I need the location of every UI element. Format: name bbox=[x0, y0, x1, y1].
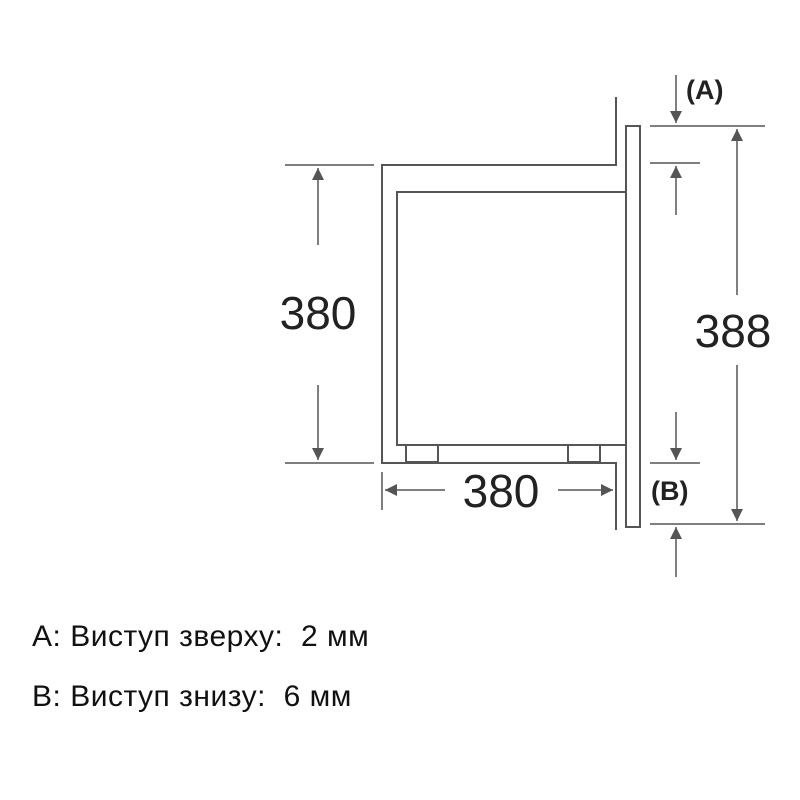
appliance-foot-right bbox=[567, 444, 601, 463]
detail-b-label: (B) bbox=[651, 476, 688, 506]
legend-b-text: Виступ знизу: bbox=[70, 680, 266, 713]
appliance-body bbox=[396, 191, 626, 446]
legend-row-b: B: Виступ знизу: 6 мм bbox=[32, 680, 352, 714]
legend-a-text: Виступ зверху: bbox=[70, 620, 284, 653]
extension-lines bbox=[285, 125, 765, 525]
total-height-value: 388 bbox=[695, 305, 772, 357]
appliance-foot-left bbox=[405, 444, 439, 463]
legend-a-key: A: bbox=[32, 620, 62, 653]
front-panel bbox=[625, 125, 641, 528]
detail-a-label: (A) bbox=[686, 75, 723, 105]
legend-a-value: 2 мм bbox=[301, 620, 370, 653]
legend-b-value: 6 мм bbox=[283, 680, 352, 713]
legend-row-a: A: Виступ зверху: 2 мм bbox=[32, 620, 369, 654]
legend-b-key: B: bbox=[32, 680, 62, 713]
width-value: 380 bbox=[463, 465, 540, 517]
height-value: 380 bbox=[280, 287, 357, 339]
